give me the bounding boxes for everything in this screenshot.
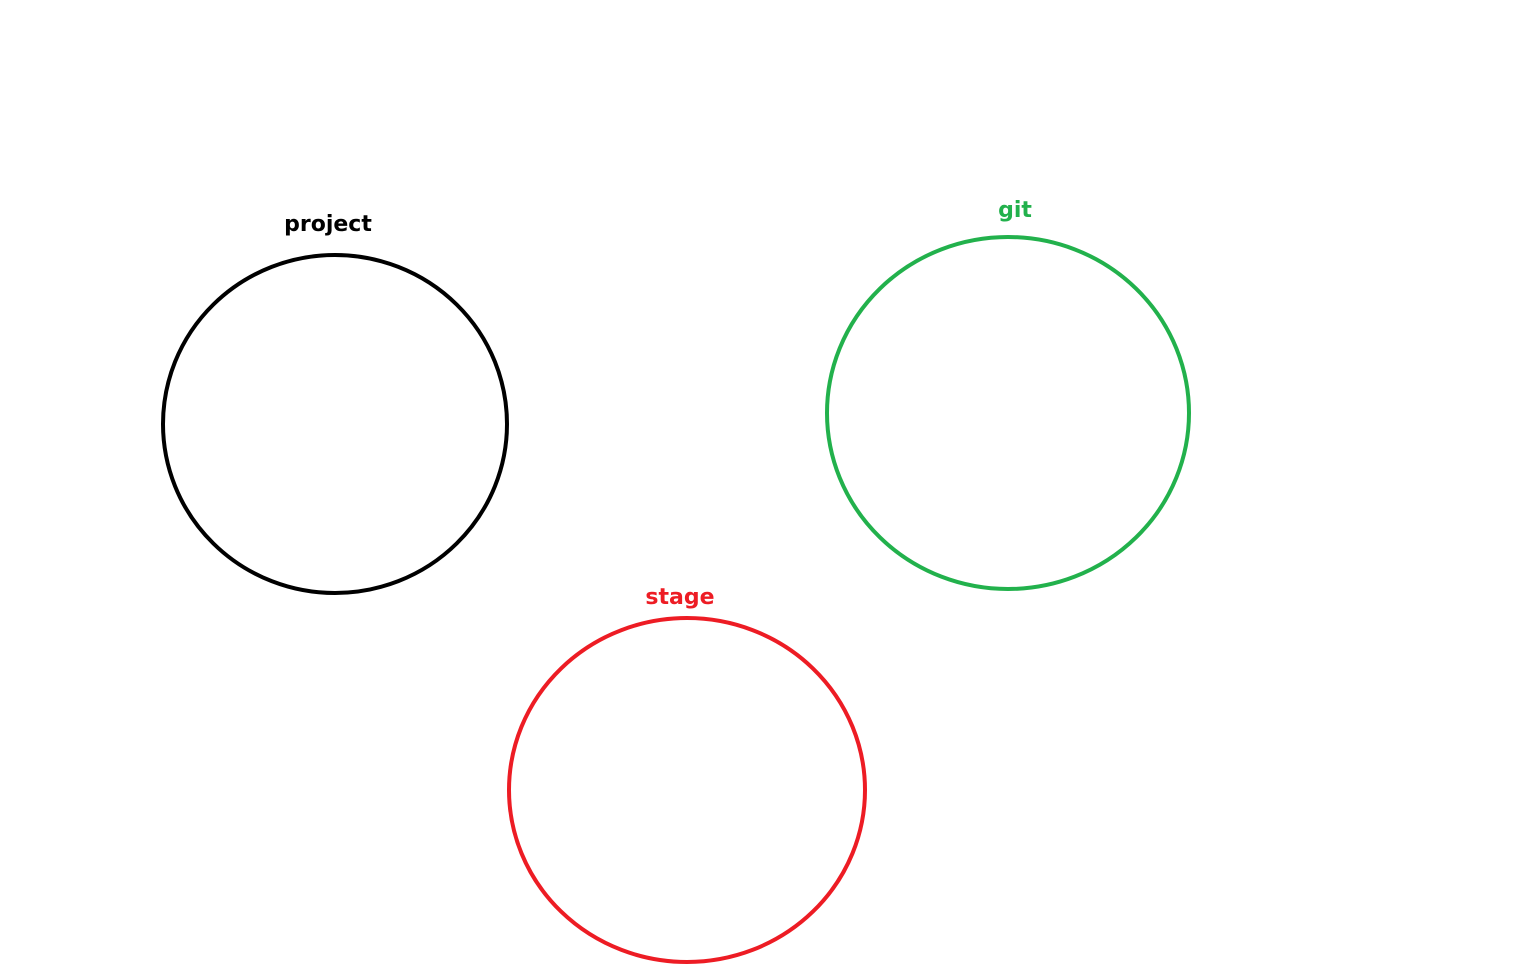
node-git-circle [825,235,1191,591]
node-project: project [161,212,509,595]
node-project-circle [161,253,509,595]
node-stage: stage [507,585,867,964]
node-git-label: git [998,198,1032,223]
node-git: git [825,198,1191,591]
node-stage-circle [507,616,867,964]
node-stage-label: stage [645,585,714,610]
node-project-label: project [284,212,372,237]
